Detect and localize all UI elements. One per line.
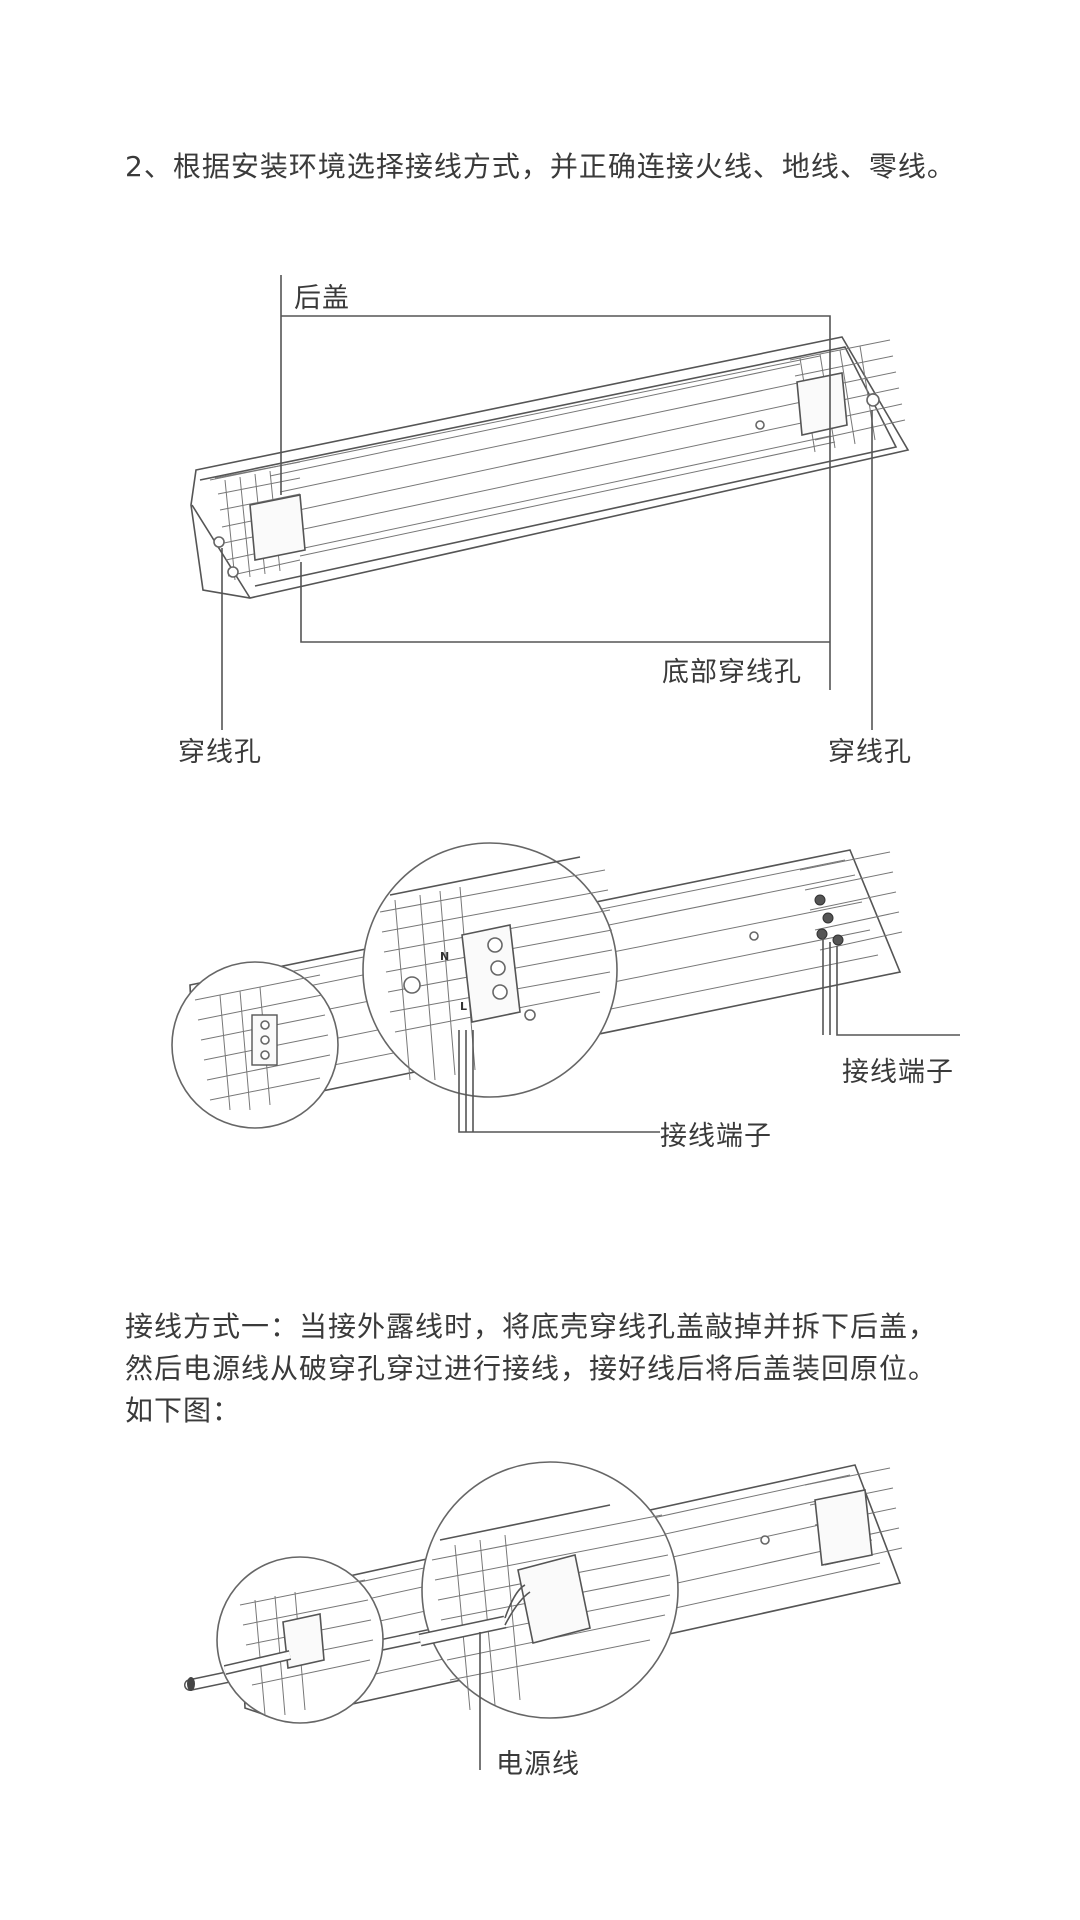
magnifier-center-3 (418, 1461, 679, 1719)
figure-back-cover-diagram (190, 275, 910, 730)
step-instruction: 2、根据安装环境选择接线方式，并正确连接火线、地线、零线。 (125, 150, 956, 183)
terminal-mark-n: N (440, 950, 449, 963)
leader-lines-1 (221, 275, 873, 730)
label-power-cord: 电源线 (496, 1749, 580, 1780)
label-terminal-center: 接线端子 (660, 1121, 772, 1152)
label-bottom-hole: 底部穿线孔 (662, 657, 802, 688)
fixture-body-1 (190, 336, 910, 599)
magnifier-left (171, 961, 339, 1129)
magnifier-center: N L (362, 842, 618, 1098)
leader-lines-2 (458, 938, 960, 1133)
magnifier-left-3 (216, 1556, 384, 1724)
label-back-cover: 后盖 (294, 283, 350, 314)
method-one-instruction: 接线方式一：当接外露线时，将底壳穿线孔盖敲掉并拆下后盖，然后电源线从破穿孔穿过进… (125, 1310, 938, 1427)
label-hole-left: 穿线孔 (178, 737, 262, 768)
terminal-mark-l: L (460, 1000, 467, 1013)
label-terminal-right: 接线端子 (842, 1057, 954, 1088)
label-hole-right: 穿线孔 (828, 737, 912, 768)
figure-power-cord-diagram (184, 1461, 903, 1770)
figure-terminal-diagram: N L (171, 842, 960, 1133)
